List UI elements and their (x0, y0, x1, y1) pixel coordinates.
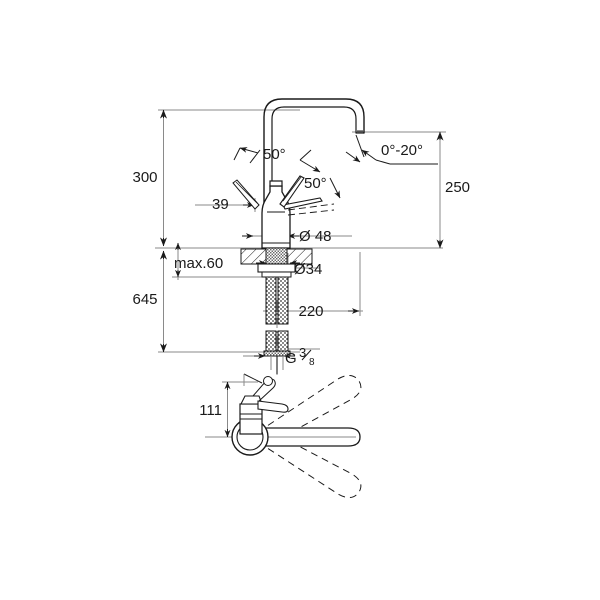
arrow-angle-right (299, 159, 321, 173)
label-thread-denominator: 8 (309, 357, 315, 368)
lever-left-rib (235, 181, 258, 204)
lever-handle-closed (282, 197, 323, 210)
swivel-ghost-up (257, 375, 362, 446)
label-645: 645 (132, 291, 157, 308)
lever-handle-ghost-left (232, 179, 260, 210)
label-250: 250 (445, 179, 470, 196)
arrow-angle-left (239, 147, 259, 154)
mounting-nut (257, 263, 296, 273)
hose-upper-right (277, 276, 289, 325)
arrow-tilt-left (361, 149, 377, 161)
dimension-labels: 300 645 250 39 max.60 Ø 48 Ø34 220 111 G… (132, 142, 470, 419)
label-thread-letter: G (285, 350, 297, 367)
lever-handle-ghost-right (287, 203, 335, 216)
label-thread: G 3 8 (285, 345, 315, 368)
label-111: 111 (199, 402, 222, 419)
handle-collar (269, 180, 283, 187)
spout-outer-profile (263, 98, 365, 249)
dimension-arrows (160, 109, 444, 438)
label-300: 300 (132, 169, 157, 186)
label-angle-right: 50° (304, 175, 327, 192)
lever-plan-leader (243, 373, 263, 384)
leader-angle-left (233, 147, 241, 161)
label-220: 220 (298, 303, 323, 320)
leader-angle-right (299, 149, 312, 161)
lever-handle-raised (279, 175, 305, 208)
angle-callouts (233, 134, 438, 199)
label-angle-left: 50° (263, 146, 286, 163)
leader-tilt (375, 159, 391, 165)
lever-plan-closed (257, 400, 289, 413)
hose-upper-left (265, 276, 277, 325)
spout-inner-profile (271, 106, 357, 249)
lever-raised-rib (282, 176, 302, 202)
body-plan-cap (240, 395, 263, 405)
mounting-washer (261, 271, 292, 278)
swivel-ghost-down (257, 429, 362, 498)
hose-lower-left (265, 330, 277, 354)
label-spout-tilt: 0°-20° (381, 142, 423, 159)
counter-top-section (240, 248, 313, 265)
arrow-angle-right-2 (329, 177, 341, 199)
top-plan-view (231, 373, 362, 498)
leader-tilt-vert (355, 134, 365, 158)
label-d34: Ø34 (294, 261, 322, 278)
arrow-tilt-right (345, 151, 361, 163)
front-elevation-view (232, 98, 365, 374)
label-39: 39 (212, 196, 229, 213)
leader-angle-left-2 (249, 149, 261, 164)
label-thread-numerator: 3 (299, 345, 306, 360)
label-d48: Ø 48 (299, 228, 332, 245)
lever-plan-pivot (263, 376, 273, 386)
label-max60: max.60 (174, 255, 223, 272)
